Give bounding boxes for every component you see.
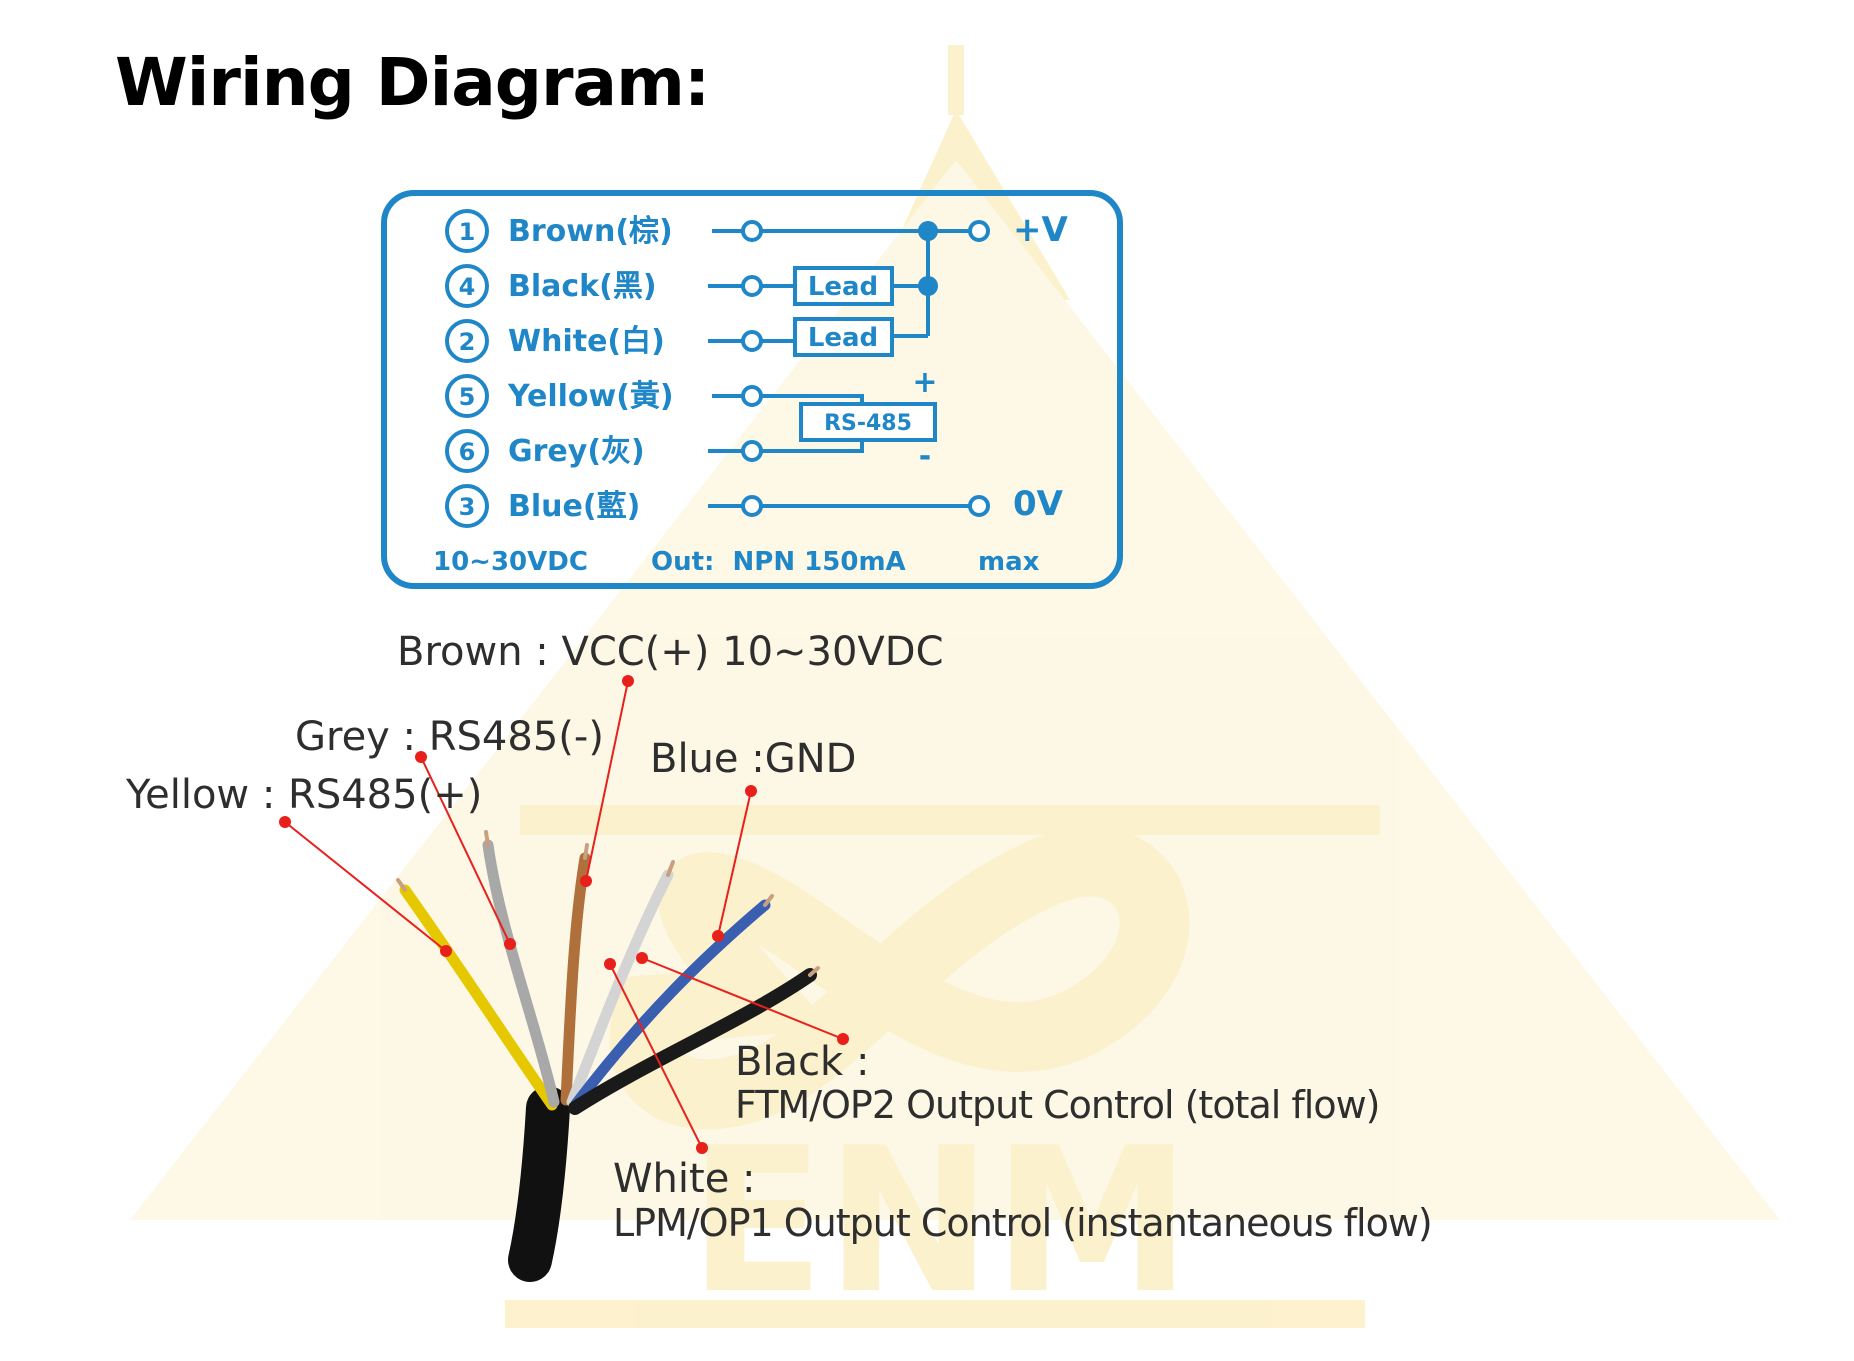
lead-label-1: Lead bbox=[808, 272, 878, 302]
lead-box-white bbox=[793, 317, 894, 357]
pin-number-3: 3 bbox=[459, 493, 476, 521]
callout-dots bbox=[279, 675, 849, 1154]
pin-number-1: 1 bbox=[459, 218, 476, 246]
pin-label-brown: Brown(棕) bbox=[508, 214, 673, 249]
pin-number-6: 6 bbox=[459, 438, 476, 466]
rs485-minus: - bbox=[919, 439, 931, 474]
watermark-top-bar bbox=[520, 805, 1380, 835]
watermark-antenna bbox=[948, 45, 964, 115]
pin-label-yellow: Yellow(黃) bbox=[507, 379, 674, 414]
callout-white-desc: LPM/OP1 Output Control (instantaneous fl… bbox=[613, 1201, 1432, 1245]
lead-label-2: Lead bbox=[808, 323, 878, 353]
pin-number-4: 4 bbox=[459, 273, 476, 301]
panel-footer-output: Out: NPN 150mA bbox=[651, 547, 906, 577]
pin-label-grey: Grey(灰) bbox=[508, 434, 645, 469]
cable-jacket bbox=[508, 1086, 570, 1282]
rs485-plus: + bbox=[912, 365, 937, 400]
watermark-triangle bbox=[130, 160, 1780, 1220]
callout-leaders bbox=[284, 680, 844, 1149]
rs485-box bbox=[799, 402, 937, 442]
rs485-label: RS-485 bbox=[824, 411, 912, 436]
callout-grey: Grey : RS485(-) bbox=[295, 714, 604, 760]
wire-grey bbox=[482, 839, 560, 1108]
pinout-junctions bbox=[918, 221, 938, 296]
plus-v-label: +V bbox=[1013, 210, 1068, 250]
wire-yellow bbox=[399, 884, 558, 1111]
panel-footer-max: max bbox=[978, 547, 1040, 577]
callout-white-name: White : bbox=[613, 1156, 756, 1202]
lead-box-black bbox=[793, 266, 894, 306]
pinout-wiring bbox=[708, 229, 969, 508]
enm-watermark: ENM bbox=[130, 45, 1780, 1338]
callout-black-desc: FTM/OP2 Output Control (total flow) bbox=[735, 1083, 1379, 1127]
pin-badge-2 bbox=[445, 319, 489, 363]
pin-label-black: Black(黑) bbox=[508, 269, 657, 304]
pinout-terminals bbox=[741, 220, 990, 517]
pin-badge-4 bbox=[445, 264, 489, 308]
pin-badge-1 bbox=[445, 209, 489, 253]
pin-badge-3 bbox=[445, 484, 489, 528]
callout-brown: Brown : VCC(+) 10~30VDC bbox=[397, 629, 944, 675]
pin-number-5: 5 bbox=[459, 383, 476, 411]
callout-yellow: Yellow : RS485(+) bbox=[125, 772, 482, 818]
watermark-bottom-bar bbox=[505, 1300, 1365, 1328]
zero-v-label: 0V bbox=[1013, 484, 1064, 524]
pinout-panel-border bbox=[381, 190, 1123, 589]
watermark-text: ENM bbox=[688, 1105, 1191, 1338]
wire-blue bbox=[570, 899, 771, 1110]
pin-label-white: White(白) bbox=[508, 324, 665, 359]
wire-brown bbox=[560, 852, 591, 1106]
pin-badge-6 bbox=[445, 429, 489, 473]
wire-white bbox=[566, 869, 674, 1108]
callout-blue: Blue :GND bbox=[650, 736, 856, 782]
pin-label-blue: Blue(藍) bbox=[508, 489, 640, 524]
pinout-panel: 1 4 2 5 6 3 Brown(棕) Black(黑) White(白) Y… bbox=[381, 190, 1123, 589]
cable-illustration bbox=[396, 830, 820, 1282]
pin-badge-5 bbox=[445, 374, 489, 418]
pin-number-2: 2 bbox=[459, 328, 476, 356]
page-title: Wiring Diagram: bbox=[115, 44, 710, 121]
wire-black bbox=[568, 968, 817, 1115]
callout-black-name: Black : bbox=[735, 1039, 869, 1085]
panel-footer-voltage: 10~30VDC bbox=[433, 547, 588, 577]
